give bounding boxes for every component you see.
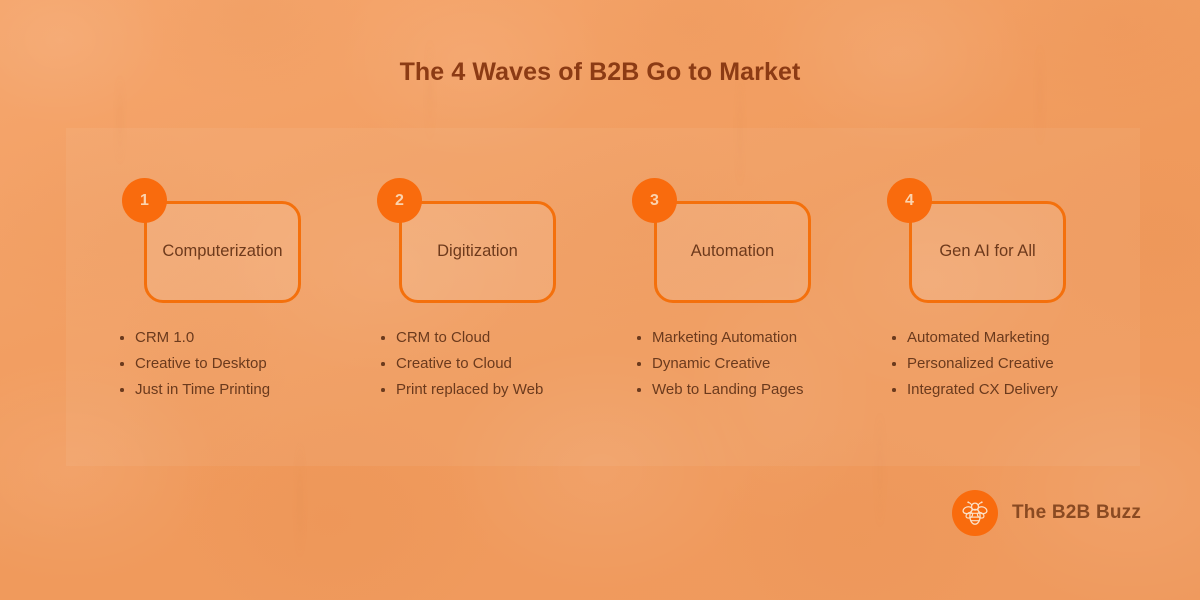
- bullet-dot-icon: [637, 336, 641, 340]
- bullet-dot-icon: [381, 336, 385, 340]
- bullet-text: Creative to Desktop: [135, 355, 267, 372]
- bullet-dot-icon: [120, 388, 124, 392]
- wave-badge-2: 2: [377, 178, 422, 223]
- wave-column-4: Gen AI for All 4 Automated Marketing Per…: [865, 178, 1120, 403]
- wave-column-2: Digitization 2 CRM to Cloud Creative to …: [355, 178, 610, 403]
- wave-card-outline-2: Digitization: [399, 201, 556, 303]
- brand-name: The B2B Buzz: [1012, 502, 1142, 523]
- bullet-text: Print replaced by Web: [396, 381, 544, 398]
- wave-card-title-1: Computerization: [162, 242, 283, 261]
- wave-bullets-4: Automated Marketing Personalized Creativ…: [890, 325, 1140, 403]
- list-item: CRM to Cloud: [379, 325, 629, 351]
- list-item: Dynamic Creative: [635, 351, 885, 377]
- bullet-text: Dynamic Creative: [652, 355, 771, 372]
- wave-column-1: Computerization 1 CRM 1.0 Creative to De…: [100, 178, 355, 403]
- list-item: Web to Landing Pages: [635, 377, 885, 403]
- wave-column-3: Automation 3 Marketing Automation Dynami…: [610, 178, 865, 403]
- wave-card-3[interactable]: Automation 3: [632, 178, 811, 303]
- bullet-dot-icon: [892, 362, 896, 366]
- wave-badge-1: 1: [122, 178, 167, 223]
- bullet-dot-icon: [892, 336, 896, 340]
- wave-bullets-3: Marketing Automation Dynamic Creative We…: [635, 325, 885, 403]
- list-item: Integrated CX Delivery: [890, 377, 1140, 403]
- page-title: The 4 Waves of B2B Go to Market: [399, 58, 801, 86]
- list-item: CRM 1.0: [118, 325, 368, 351]
- list-item: Creative to Desktop: [118, 351, 368, 377]
- list-item: Just in Time Printing: [118, 377, 368, 403]
- bullet-dot-icon: [120, 362, 124, 366]
- bullet-text: Web to Landing Pages: [652, 381, 804, 398]
- bullet-text: Personalized Creative: [907, 355, 1054, 372]
- wave-card-outline-1: Computerization: [144, 201, 301, 303]
- wave-badge-3: 3: [632, 178, 677, 223]
- bullet-text: Integrated CX Delivery: [907, 381, 1058, 398]
- bullet-text: Just in Time Printing: [135, 381, 271, 398]
- wave-badge-4: 4: [887, 178, 932, 223]
- bullet-text: CRM 1.0: [135, 329, 195, 346]
- bullet-dot-icon: [381, 388, 385, 392]
- wave-card-4[interactable]: Gen AI for All 4: [887, 178, 1066, 303]
- wave-bullets-1: CRM 1.0 Creative to Desktop Just in Time…: [118, 325, 368, 403]
- wave-card-title-4: Gen AI for All: [939, 242, 1036, 261]
- list-item: Print replaced by Web: [379, 377, 629, 403]
- list-item: Marketing Automation: [635, 325, 885, 351]
- wave-card-title-3: Automation: [690, 242, 775, 261]
- bullet-dot-icon: [381, 362, 385, 366]
- bullet-dot-icon: [637, 362, 641, 366]
- wave-bullets-2: CRM to Cloud Creative to Cloud Print rep…: [379, 325, 629, 403]
- bullet-text: Creative to Cloud: [396, 355, 512, 372]
- bullet-text: Marketing Automation: [652, 329, 798, 346]
- list-item: Personalized Creative: [890, 351, 1140, 377]
- bee-icon: [952, 490, 998, 536]
- waves-row: Computerization 1 CRM 1.0 Creative to De…: [100, 178, 1120, 403]
- wave-card-outline-3: Automation: [654, 201, 811, 303]
- list-item: Creative to Cloud: [379, 351, 629, 377]
- brand-logo: The B2B Buzz: [952, 490, 1141, 536]
- wave-card-1[interactable]: Computerization 1: [122, 178, 301, 303]
- wave-card-outline-4: Gen AI for All: [909, 201, 1066, 303]
- bullet-dot-icon: [892, 388, 896, 392]
- wave-card-title-2: Digitization: [437, 242, 518, 261]
- bullet-dot-icon: [637, 388, 641, 392]
- bullet-text: Automated Marketing: [907, 329, 1050, 346]
- bullet-text: CRM to Cloud: [396, 329, 491, 346]
- wave-card-2[interactable]: Digitization 2: [377, 178, 556, 303]
- bullet-dot-icon: [120, 336, 124, 340]
- list-item: Automated Marketing: [890, 325, 1140, 351]
